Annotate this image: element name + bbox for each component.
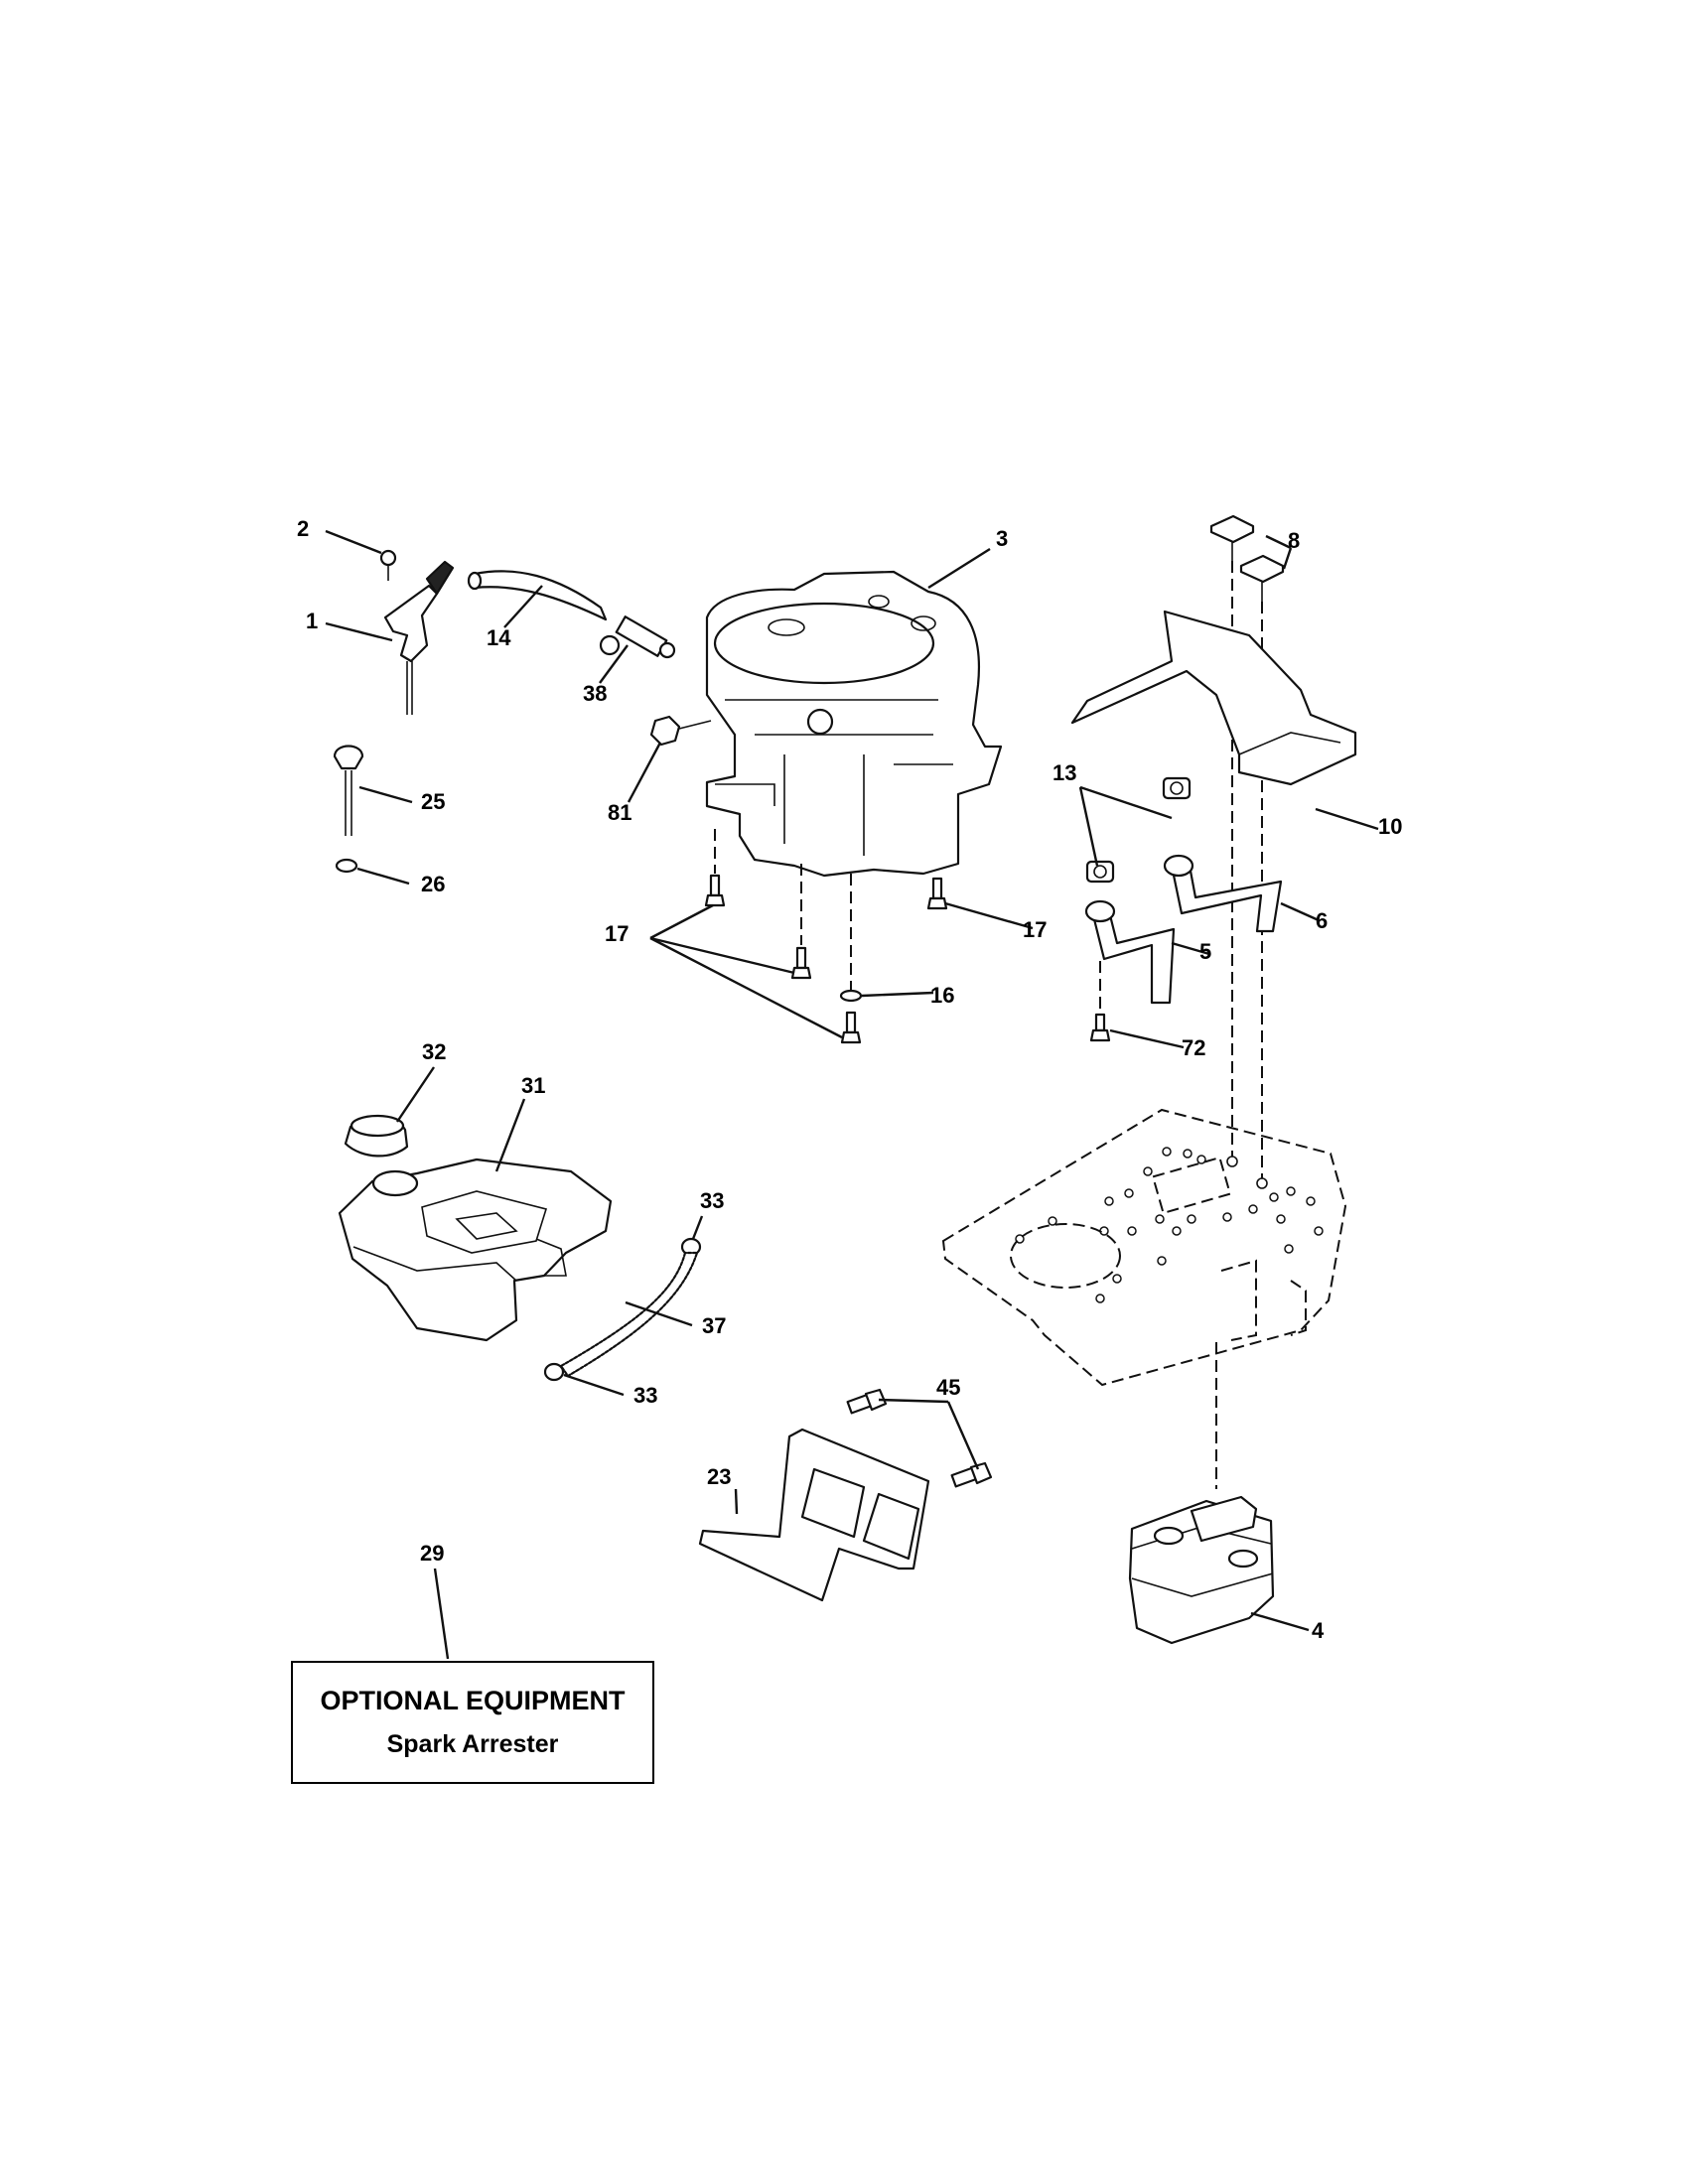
- seal-part-26: [335, 858, 358, 874]
- callout-32: 32: [422, 1039, 446, 1064]
- callout-29: 29: [420, 1541, 444, 1566]
- callout-25: 25: [421, 789, 445, 814]
- optional-equipment-subtitle: Spark Arrester: [386, 1730, 559, 1759]
- throttle-bracket-part-1: [383, 560, 455, 715]
- callout-26: 26: [421, 872, 445, 896]
- callout-72: 72: [1182, 1035, 1205, 1060]
- callout-17-right: 17: [1023, 917, 1047, 942]
- leader-lines: [325, 529, 1379, 1660]
- callout-17-left: 17: [605, 921, 629, 946]
- fuel-filter-part-38: [599, 615, 676, 659]
- callout-33-bottom: 33: [633, 1383, 657, 1408]
- optional-equipment-box: OPTIONAL EQUIPMENT Spark Arrester: [291, 1661, 654, 1784]
- callout-31: 31: [521, 1073, 545, 1098]
- heat-shield-part-10: [1070, 610, 1357, 786]
- dipstick-part-25: [333, 745, 364, 836]
- exhaust-pipe-part-6: [1163, 854, 1283, 933]
- callout-33-top: 33: [700, 1188, 724, 1213]
- chassis-plate: [941, 1108, 1347, 1489]
- fuel-hose-part-14: [467, 570, 608, 621]
- screw-part-2: [379, 549, 397, 581]
- optional-equipment-title: OPTIONAL EQUIPMENT: [320, 1686, 626, 1716]
- callout-1: 1: [306, 609, 318, 633]
- callout-5: 5: [1199, 939, 1211, 964]
- exhaust-pipe-part-5: [1084, 899, 1176, 1005]
- callout-37: 37: [702, 1313, 726, 1338]
- callout-3: 3: [996, 526, 1008, 551]
- bolt-part-72: [1089, 961, 1111, 1042]
- screw-part-45: [846, 1388, 993, 1488]
- nut-part-81: [649, 715, 712, 747]
- callout-13: 13: [1052, 760, 1076, 785]
- callout-numbers: 2 1 14 38 3 81 8 10 13 6 5 72 25 26 17 1…: [297, 516, 1402, 1643]
- callout-81: 81: [608, 800, 632, 825]
- bracket-part-23: [698, 1428, 930, 1602]
- callout-10: 10: [1378, 814, 1402, 839]
- callout-14: 14: [487, 625, 511, 650]
- bolt-part-8: [1209, 514, 1285, 1181]
- clamp-part-33: [543, 1237, 702, 1382]
- callout-2: 2: [297, 516, 309, 541]
- callout-45: 45: [936, 1375, 960, 1400]
- muffler-part-4: [1128, 1495, 1275, 1645]
- callout-38: 38: [583, 681, 607, 706]
- engine-part-3: [705, 570, 1003, 878]
- callout-23: 23: [707, 1464, 731, 1489]
- callout-4: 4: [1312, 1618, 1325, 1643]
- fuel-tank-part-31: [338, 1158, 613, 1342]
- callout-8: 8: [1288, 528, 1300, 553]
- callout-6: 6: [1316, 908, 1328, 933]
- gasket-part-13: [1085, 776, 1192, 884]
- fuel-line-part-37: [559, 1251, 699, 1378]
- callout-16: 16: [930, 983, 954, 1008]
- washer-part-16: [839, 989, 863, 1003]
- fuel-cap-part-32: [344, 1114, 409, 1158]
- bolt-part-17: [704, 829, 948, 1044]
